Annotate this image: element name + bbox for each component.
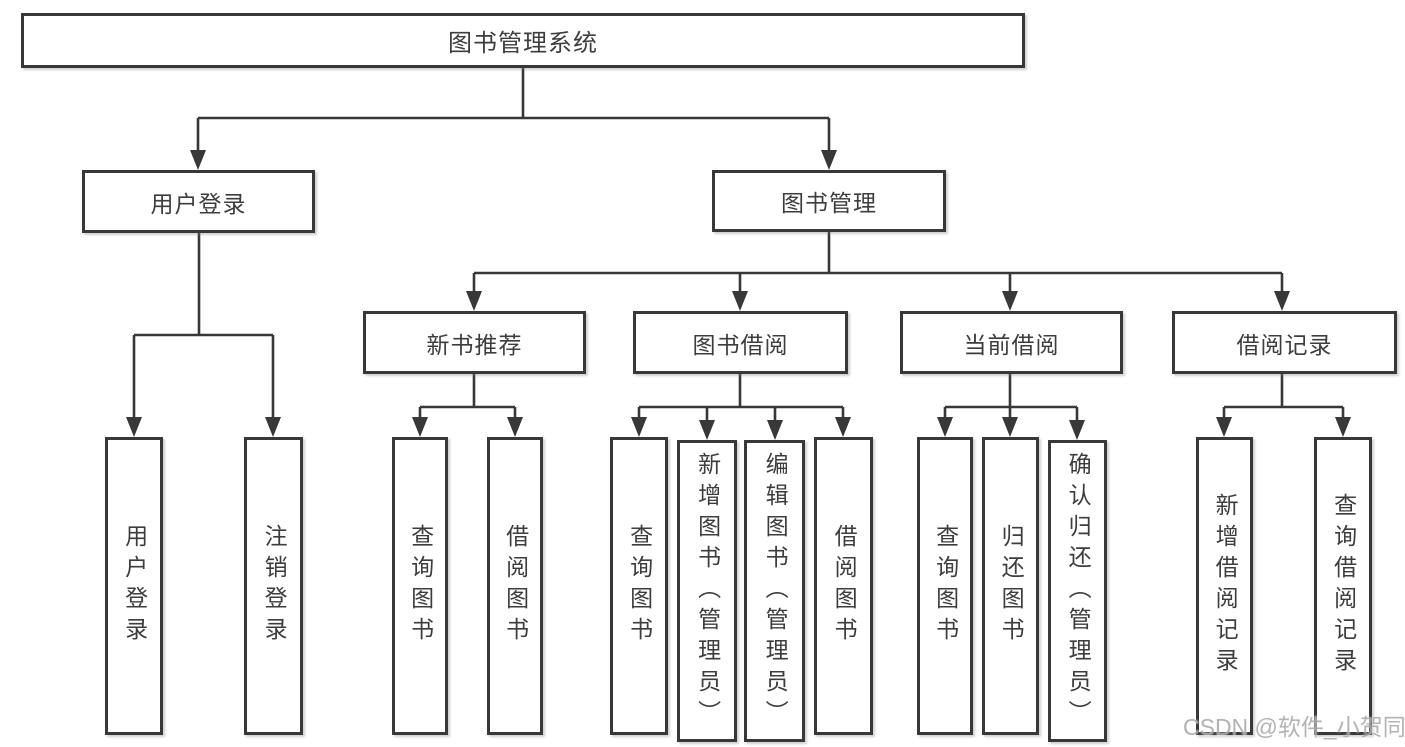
node-leaf-borrow-books-2: 借阅图书: [814, 437, 873, 735]
node-label: 用户登录: [121, 524, 148, 648]
node-label: 注销登录: [261, 524, 288, 648]
node-leaf-add-borrow-record: 新增借阅记录: [1196, 437, 1253, 735]
node-leaf-logout: 注销登录: [244, 437, 303, 735]
node-label: 编辑图书（管理员）: [762, 451, 789, 731]
node-label: 借阅图书: [502, 524, 529, 648]
node-leaf-confirm-return-admin: 确认归还（管理员）: [1048, 440, 1107, 742]
node-leaf-query-books-1: 查询图书: [392, 437, 448, 735]
node-label: 当前借阅: [963, 331, 1060, 358]
node-leaf-query-borrow-record: 查询借阅记录: [1314, 437, 1372, 735]
node-leaf-return-books: 归还图书: [982, 437, 1039, 735]
node-book-management: 图书管理: [712, 170, 946, 232]
node-leaf-add-books-admin: 新增图书（管理员）: [677, 440, 737, 742]
node-leaf-edit-books-admin: 编辑图书（管理员）: [744, 440, 805, 742]
node-leaf-user-login: 用户登录: [105, 437, 163, 735]
node-label: 借阅图书: [831, 524, 858, 648]
node-label: 图书管理系统: [448, 30, 598, 57]
node-borrowing-records: 借阅记录: [1172, 311, 1397, 374]
node-new-book-recommendation: 新书推荐: [363, 311, 586, 374]
node-label: 新增借阅记录: [1212, 493, 1239, 679]
node-label: 查询图书: [932, 524, 959, 648]
node-current-borrowing: 当前借阅: [900, 311, 1123, 374]
node-label: 新书推荐: [426, 331, 523, 358]
node-label: 查询图书: [626, 524, 653, 648]
node-leaf-query-books-2: 查询图书: [610, 437, 668, 735]
node-label: 图书管理: [781, 190, 877, 216]
node-library-management-system: 图书管理系统: [21, 13, 1025, 68]
node-label: 查询借阅记录: [1330, 493, 1357, 679]
node-label: 新增图书（管理员）: [694, 451, 721, 731]
node-label: 确认归还（管理员）: [1065, 451, 1092, 731]
node-label: 图书借阅: [692, 331, 789, 358]
connector-paths: [132, 68, 1345, 426]
arrowheads: [126, 150, 1351, 440]
csdn-watermark: CSDN @软件_小贺同学: [1183, 714, 1405, 740]
node-label: 归还图书: [998, 524, 1025, 648]
node-label: 用户登录: [150, 190, 247, 217]
node-leaf-query-books-3: 查询图书: [917, 437, 973, 735]
node-user-login: 用户登录: [82, 170, 315, 233]
node-leaf-borrow-books-1: 借阅图书: [487, 437, 543, 735]
node-book-borrowing: 图书借阅: [633, 311, 848, 374]
node-label: 查询图书: [407, 524, 434, 648]
node-label: 借阅记录: [1236, 331, 1333, 358]
